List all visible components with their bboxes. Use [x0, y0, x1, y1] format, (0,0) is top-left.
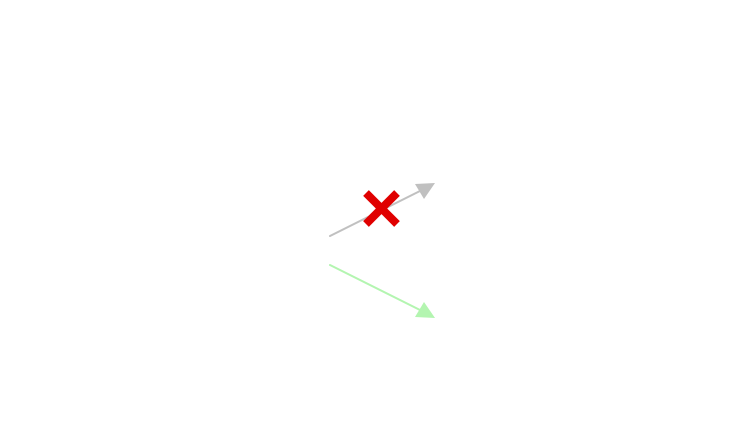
accepted-arrow	[329, 264, 435, 318]
accepted-arrow-head	[415, 302, 435, 318]
cross-mark-icon	[363, 190, 400, 227]
rejected-arrow-head	[415, 183, 435, 199]
accepted-arrow-shaft	[329, 264, 421, 311]
